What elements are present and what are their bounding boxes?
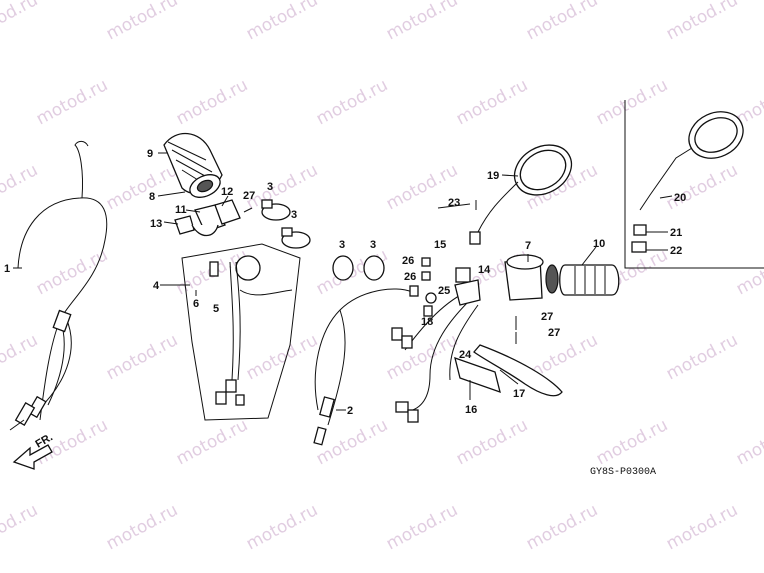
right-grip	[545, 264, 620, 296]
callout-25: 25	[438, 285, 450, 297]
watermark-text: motod.ru	[0, 330, 41, 384]
watermark-text: motod.ru	[453, 415, 531, 469]
callout-3a: 3	[267, 181, 273, 193]
callout-22: 22	[670, 245, 682, 257]
right-switch-harness	[391, 257, 481, 423]
diagram-code: GY8S-P0300A	[590, 467, 656, 478]
watermark-text: motod.ru	[243, 330, 321, 384]
callout-4: 4	[153, 280, 160, 292]
callout-6: 6	[193, 298, 199, 310]
callout-26a: 26	[402, 255, 414, 267]
watermark-text: motod.ru	[243, 500, 321, 554]
callout-20: 20	[674, 192, 686, 204]
watermark-text: motod.ru	[663, 500, 741, 554]
left-switch-harness	[181, 243, 301, 421]
mirror-inset	[624, 100, 764, 269]
callout-9: 9	[147, 148, 153, 160]
watermark-text: motod.ru	[313, 415, 391, 469]
callout-3b: 3	[291, 209, 297, 221]
callout-3c: 3	[339, 239, 345, 251]
watermark-text: motod.ru	[243, 0, 321, 44]
callout-13: 13	[150, 218, 162, 230]
watermark-text: motod.ru	[173, 415, 251, 469]
callout-3d: 3	[370, 239, 376, 251]
watermark-text: motod.ru	[453, 75, 531, 129]
callout-labels: 1 2 3 3 3 3 4 5 6 7 8 9 10 11 12 13 14 1…	[4, 148, 686, 417]
brake-lever-assembly	[454, 254, 563, 397]
callout-11: 11	[175, 204, 187, 216]
callout-23: 23	[448, 197, 460, 209]
watermark-text: motod.ru	[0, 160, 41, 214]
watermark-text: motod.ru	[103, 330, 181, 384]
callout-7: 7	[525, 240, 531, 252]
throttle-cable	[9, 140, 108, 431]
watermark-text: motod.ru	[733, 245, 764, 299]
watermark-text: motod.ru	[383, 500, 461, 554]
watermark-text: motod.ru	[733, 415, 764, 469]
callout-27a: 27	[243, 190, 255, 202]
callout-24: 24	[459, 349, 472, 361]
watermark-text: motod.ru	[33, 75, 111, 129]
callout-27c: 27	[548, 327, 560, 339]
callout-16: 16	[465, 404, 477, 416]
watermark-text: motod.ru	[103, 160, 181, 214]
watermark-text: motod.ru	[663, 160, 741, 214]
watermark-text: motod.ru	[523, 500, 601, 554]
callout-2: 2	[347, 405, 353, 417]
callout-12: 12	[221, 186, 233, 198]
leader-lines	[13, 152, 673, 411]
brake-cable	[313, 285, 419, 446]
watermark-text: motod.ru	[663, 0, 741, 44]
cable-clamps-left	[261, 199, 311, 249]
watermark-text: motod.ru	[593, 415, 671, 469]
watermark-text: motod.ru	[593, 75, 671, 129]
watermark-text: motod.ru	[33, 245, 111, 299]
left-grip-assembly	[163, 132, 223, 198]
watermark-text: motod.ru	[173, 75, 251, 129]
callout-21: 21	[670, 227, 682, 239]
watermark-text: motod.ru	[0, 0, 41, 44]
watermark-text: motod.ru	[663, 330, 741, 384]
callout-8: 8	[149, 191, 155, 203]
watermark-text: motod.ru	[383, 0, 461, 44]
callout-10: 10	[593, 238, 605, 250]
callout-18: 18	[421, 316, 433, 328]
cable-clamps-center	[332, 255, 385, 281]
callout-26b: 26	[404, 271, 416, 283]
watermark-text: motod.ru	[523, 0, 601, 44]
watermark-text: motod.ru	[103, 500, 181, 554]
watermark-text: motod.ru	[103, 0, 181, 44]
callout-27b: 27	[541, 311, 553, 323]
mirror-left	[469, 144, 573, 245]
watermark-text: motod.ru	[0, 500, 41, 554]
callout-1: 1	[4, 263, 10, 275]
callout-15: 15	[434, 239, 446, 251]
watermark-text: motod.ru	[313, 75, 391, 129]
callout-14: 14	[478, 264, 491, 276]
callout-5: 5	[213, 303, 219, 315]
callout-17: 17	[513, 388, 525, 400]
throttle-housing	[174, 199, 253, 237]
callout-19: 19	[487, 170, 499, 182]
